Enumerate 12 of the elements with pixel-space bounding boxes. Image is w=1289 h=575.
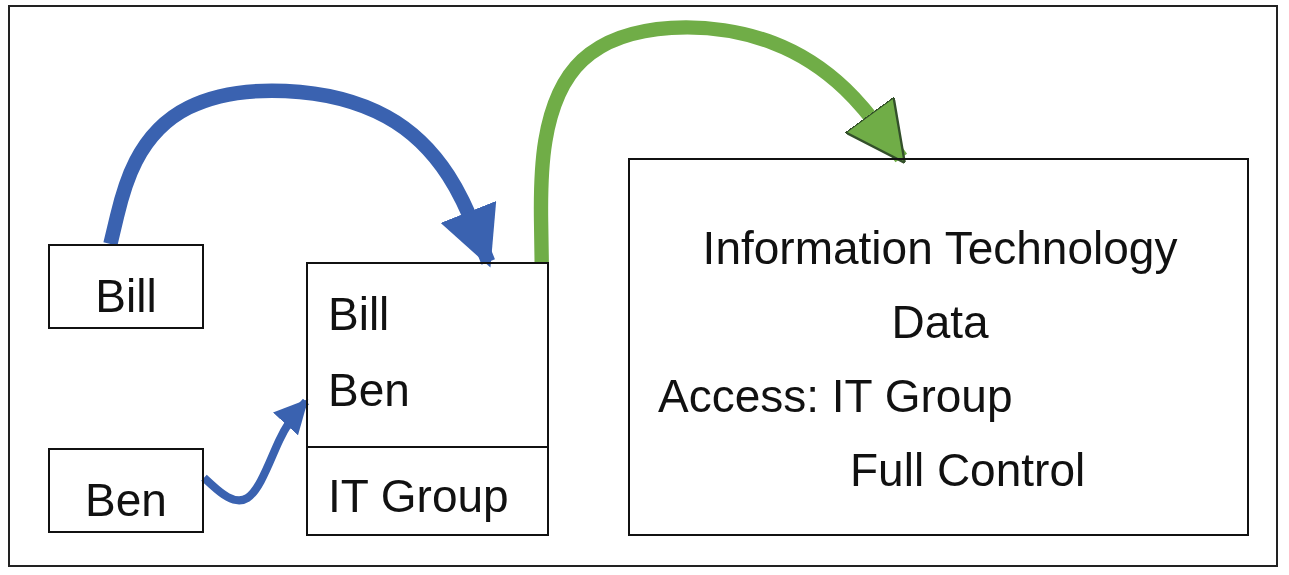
box (306, 446, 549, 536)
node-text: Bill (94, 269, 158, 324)
node-text: Ben (328, 363, 411, 418)
box (628, 158, 1249, 536)
box (306, 262, 549, 448)
node-text: Ben (84, 473, 168, 528)
node-text: Access: IT Group Full Control (658, 369, 1087, 498)
node-text: IT Group (328, 469, 510, 524)
node-text: Information Technology Data (701, 221, 1179, 350)
node-text: Bill (328, 287, 391, 342)
box (48, 244, 204, 329)
box (48, 448, 204, 533)
